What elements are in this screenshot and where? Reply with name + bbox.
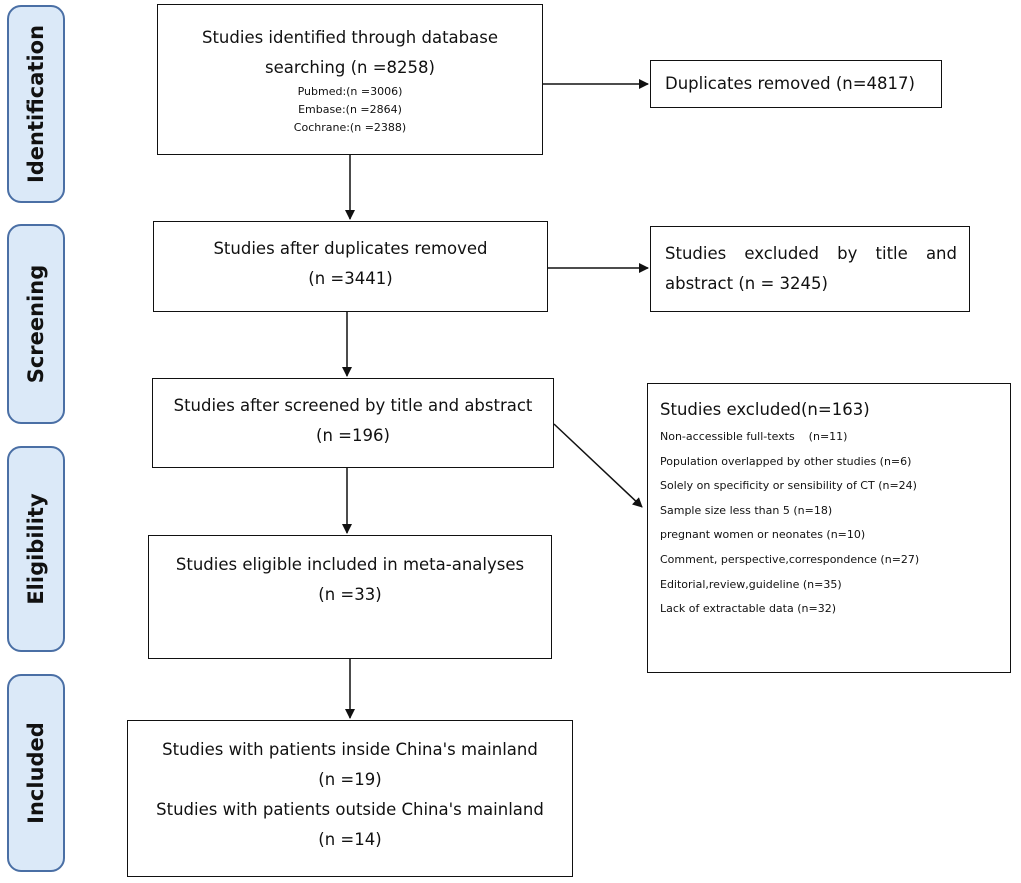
identified-source-embase: Embase:(n =2864)	[298, 103, 402, 116]
after-duplicates-line2: (n =3441)	[308, 269, 393, 288]
eligible-line2: (n =33)	[318, 585, 382, 604]
studies-excluded-title: Studies excluded(n=163)	[660, 400, 870, 419]
excluded-reason: Comment, perspective,correspondence (n=2…	[660, 552, 920, 566]
excluded-reason: Solely on specificity or sensibility of …	[660, 479, 917, 493]
included-line3: Studies with patients outside China's ma…	[156, 800, 544, 819]
duplicates-removed-text: Duplicates removed (n=4817)	[665, 74, 915, 93]
identified-source-cochrane: Cochrane:(n =2388)	[293, 121, 407, 134]
identified-line2: searching (n =8258)	[265, 58, 435, 77]
excluded-reason: Editorial,review,guideline (n=35)	[660, 577, 842, 591]
excluded-title-abstract-line2: abstract (n = 3245)	[665, 274, 828, 293]
phase-eligibility: Eligibility	[7, 446, 65, 652]
arrow-after-screened-to-studies-excluded	[553, 423, 643, 508]
box-after-screened: Studies after screened by title and abst…	[152, 378, 554, 468]
eligible-line1: Studies eligible included in meta-analys…	[175, 555, 525, 574]
excluded-title-abstract-line1: Studies excluded by title and	[665, 244, 957, 263]
excluded-reason: Sample size less than 5 (n=18)	[660, 503, 833, 517]
box-eligible: Studies eligible included in meta-analys…	[148, 535, 552, 659]
after-screened-line2: (n =196)	[316, 426, 390, 445]
box-excluded-title-abstract: Studies excluded by title and abstract (…	[650, 226, 970, 312]
phase-identification: Identification	[7, 5, 65, 203]
included-line1: Studies with patients inside China's mai…	[162, 740, 538, 759]
phase-screening: Screening	[7, 224, 65, 424]
identified-line1: Studies identified through database	[201, 28, 498, 47]
box-included: Studies with patients inside China's mai…	[127, 720, 573, 877]
box-studies-excluded: Studies excluded(n=163) Non-accessible f…	[647, 383, 1011, 673]
identified-source-pubmed: Pubmed:(n =3006)	[297, 85, 403, 98]
box-duplicates-removed: Duplicates removed (n=4817)	[650, 60, 942, 108]
included-line4: (n =14)	[318, 830, 382, 849]
box-identified: Studies identified through database sear…	[157, 4, 543, 155]
excluded-reason: Lack of extractable data (n=32)	[660, 602, 836, 616]
excluded-reason: pregnant women or neonates (n=10)	[660, 528, 866, 542]
excluded-reason: Population overlapped by other studies (…	[660, 454, 912, 468]
after-duplicates-line1: Studies after duplicates removed	[213, 239, 488, 258]
phase-included: Included	[7, 674, 65, 872]
excluded-reason: Non-accessible full-texts (n=11)	[660, 430, 848, 443]
box-after-duplicates: Studies after duplicates removed (n =344…	[153, 221, 548, 312]
included-line2: (n =19)	[318, 770, 382, 789]
after-screened-line1: Studies after screened by title and abst…	[173, 396, 533, 415]
